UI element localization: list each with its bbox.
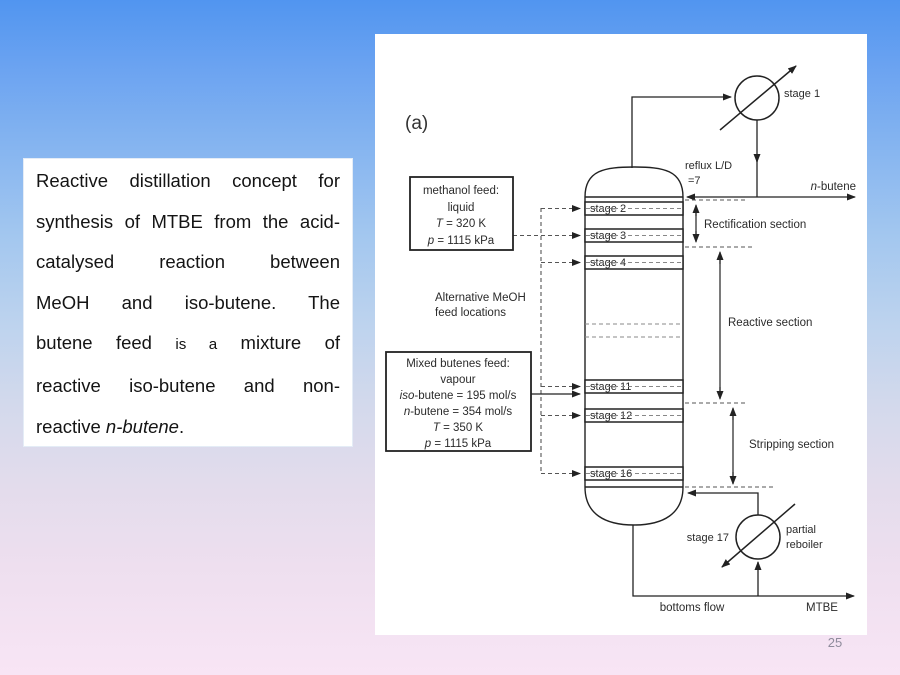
text-line: butene feed is a mixture of: [36, 332, 340, 354]
page-number: 25: [827, 635, 843, 650]
distillation-diagram: (a) stage 1: [385, 65, 856, 614]
svg-text:T = 320 K: T = 320 K: [436, 218, 487, 230]
tray-stage-16: [584, 466, 684, 481]
svg-text:T = 350 K: T = 350 K: [433, 422, 484, 434]
text-line: reactive iso-butene and non-: [36, 374, 340, 396]
alternative-feed-note: Alternative MeOH feed locations: [435, 292, 526, 319]
trays: [584, 201, 684, 481]
top-product-label: n-butene: [811, 181, 856, 193]
methanol-feed-box: [409, 176, 514, 251]
reflux-ratio-label: reflux L/D: [685, 160, 732, 172]
text-box: Reactive distillation concept for synthe…: [23, 158, 353, 447]
stage-17-label: stage 17: [687, 532, 729, 544]
partial-reboiler-label: partial reboiler: [786, 524, 823, 551]
tray-labels: stage 2 stage 3 stage 4 stage 11 stage 1…: [590, 203, 632, 480]
svg-text:liquid: liquid: [448, 202, 475, 214]
tray-stage-2: [584, 201, 684, 216]
svg-text:n-butene = 354 mol/s: n-butene = 354 mol/s: [404, 406, 513, 418]
svg-text:p = 1115 kPa: p = 1115 kPa: [427, 235, 495, 247]
svg-text:methanol feed:: methanol feed:: [423, 185, 499, 197]
section-brackets: [685, 199, 776, 488]
reboiler-symbol: [721, 503, 796, 568]
reboiler-lines: [632, 489, 855, 600]
bottoms-flow-label: bottoms flow: [660, 602, 725, 614]
methanol-feed-text: methanol feed: liquid T = 320 K p = 1115…: [423, 185, 499, 247]
stripping-section-label: Stripping section: [749, 439, 834, 451]
column-shell: [584, 166, 684, 526]
svg-text:p = 1115 kPa: p = 1115 kPa: [424, 438, 492, 450]
tray-stage-3: [584, 228, 684, 243]
text-line: Reactive distillation concept for: [36, 170, 340, 191]
svg-text:partial: partial: [786, 524, 816, 536]
stage-1-label: stage 1: [784, 88, 820, 100]
reactive-section-label: Reactive section: [728, 317, 812, 329]
overhead-vapor-line: [631, 93, 732, 168]
svg-text:Alternative MeOH: Alternative MeOH: [435, 292, 526, 304]
text-line: catalysed reaction between: [36, 251, 340, 273]
tray-stage-11: [584, 379, 684, 394]
figure-sublabel: (a): [405, 113, 428, 134]
figure-panel: (a) stage 1: [375, 34, 867, 635]
tray-stage-12: [584, 408, 684, 423]
reflux-distillate-lines: [686, 120, 856, 201]
text-line: MeOH and iso-butene. The: [36, 291, 340, 313]
bottom-product-label: MTBE: [806, 602, 838, 614]
svg-text:iso-butene = 195 mol/s: iso-butene = 195 mol/s: [400, 390, 517, 402]
rectification-section-label: Rectification section: [704, 219, 806, 231]
text-line: reactive n-butene.: [36, 415, 185, 437]
svg-text:feed locations: feed locations: [435, 307, 506, 319]
svg-text:vapour: vapour: [440, 374, 475, 386]
reflux-ratio-value: =7: [688, 175, 701, 187]
svg-text:reboiler: reboiler: [786, 539, 823, 551]
svg-text:Mixed butenes feed:: Mixed butenes feed:: [406, 358, 510, 370]
tray-stage-4: [584, 255, 684, 270]
svg-text:stage 12: stage 12: [590, 410, 632, 422]
text-line: synthesis of MTBE from the acid-: [36, 210, 340, 232]
butenes-feed-text: Mixed butenes feed: vapour iso-butene = …: [400, 358, 517, 450]
tray-feed-traces: [585, 208, 683, 474]
svg-text:stage 16: stage 16: [590, 468, 632, 480]
feed-manifold: [513, 205, 581, 477]
butenes-feed-box: [385, 351, 532, 452]
